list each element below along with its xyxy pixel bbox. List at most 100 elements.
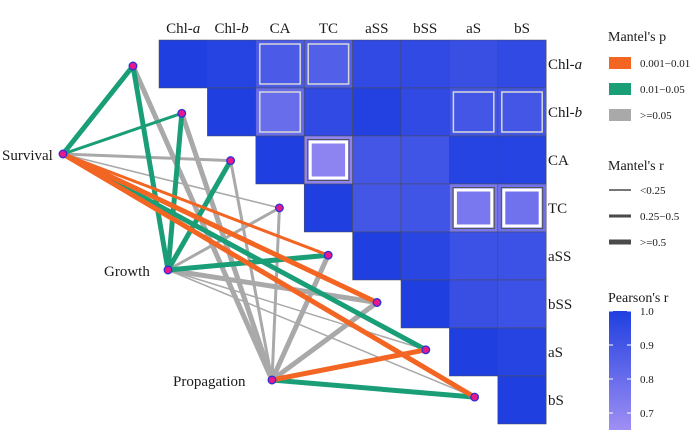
node-TC [274,203,284,213]
heatmap-cell-Chl-b-TC [303,87,353,137]
node-bS [470,392,480,402]
mantel-links [61,64,476,400]
heatmap-highlight-Chl-a-TC [307,43,350,85]
heatmap-cell-Chl-a-aS [449,39,499,89]
legend-p-label-1: 0.01−0.05 [640,84,685,96]
link-growth-aS [167,269,427,351]
heatmap-cell-aS-bS [497,327,547,377]
link-survival-Chl-b [62,111,183,156]
row-label-bSS: bSS [548,297,572,313]
group-label-survival: Survival [2,148,53,164]
heatmap-highlight-Chl-b-aS [452,91,495,133]
link-survival-bSS [61,151,379,305]
heatmap-cell-TC-TC [303,183,353,233]
legend-p-swatch-1 [609,83,631,95]
link-survival-bS [61,151,476,400]
node-growth [163,265,173,275]
node-Chl-a [128,61,138,71]
link-survival-TC [62,153,280,209]
row-label-Chl-b: Chl-b [548,105,583,121]
link-survival-aS [61,151,427,353]
link-propagation-Chl-b [179,112,275,381]
heatmap-cell-aSS-bS [497,231,547,281]
legend-p-label-2: >=0.05 [640,110,672,122]
heatmap-cell-CA-aS [449,135,499,185]
row-label-aSS: aSS [548,249,571,265]
heatmap-cell-bSS-bSS [400,279,450,329]
heatmap-highlight-Chl-b-bS [501,91,543,133]
link-survival-aSS [62,152,329,257]
column-label-CA: CA [270,21,291,37]
legend: Mantel's p Mantel's r Pearson's r 0.001−… [608,30,690,430]
colorbar-label-3: 0.7 [640,408,654,420]
row-label-bS: bS [548,393,564,409]
heatmap-cell-TC-aSS [352,183,402,233]
legend-r-label-0: <0.25 [640,185,666,197]
pearson-colorbar [609,311,631,430]
heatmap-highlight-frame-TC-aS [452,187,495,229]
heatmap-highlight-Chl-a-CA [259,43,301,85]
heatmap-cell-Chl-a-aSS [352,39,402,89]
heatmap-cell-bSS-aS [449,279,499,329]
column-label-aSS: aSS [365,21,388,37]
heatmap-cell-CA-CA [255,135,305,185]
legend-mantel-p-title: Mantel's p [608,30,666,45]
link-growth-Chl-b [165,113,185,271]
row-label-Chl-a: Chl-a [548,57,582,73]
legend-r-label-2: >=0.5 [640,237,667,249]
link-propagation-bS [271,377,475,400]
legend-mantel-r-title: Mantel's r [608,159,664,174]
colorbar-label-1: 0.9 [640,340,654,352]
heatmap-cell-Chl-a-Chl-b [207,39,257,89]
heatmap-cell-Chl-b-bSS [400,87,450,137]
heatmap-cell-Chl-b-Chl-b [207,87,257,137]
heatmap-cell-Chl-a-bSS [400,39,450,89]
legend-pearson-title: Pearson's r [608,291,669,306]
group-label-propagation: Propagation [173,374,246,390]
column-label-TC: TC [319,21,338,37]
link-survival-Chl-a [61,64,135,156]
heatmap-cell-TC-bSS [400,183,450,233]
column-label-Chl-a: Chl-a [166,21,200,37]
heatmap-highlight-frame-CA-TC [307,139,350,181]
legend-p-label-0: 0.001−0.01 [640,58,690,70]
column-label-bSS: bSS [413,21,437,37]
row-label-CA: CA [548,153,569,169]
link-growth-bS [167,269,475,398]
node-aS [421,345,431,355]
node-Chl-b [177,108,187,118]
heatmap-cell-Chl-a-bS [497,39,547,89]
node-aSS [323,250,333,260]
legend-r-label-1: 0.25−0.5 [640,211,680,223]
colorbar-label-2: 0.8 [640,374,654,386]
link-growth-bSS [167,267,378,305]
heatmap-highlight-TC-bS [502,188,542,228]
heatmap-cell-aSS-aSS [352,231,402,281]
link-growth-Chl-a [130,65,171,271]
row-label-aS: aS [548,345,563,361]
heatmap-highlight-frame-TC-bS [500,187,544,229]
heatmap-cell-CA-aSS [352,135,402,185]
link-propagation-CA [229,160,274,381]
heatmap-cell-aS-aS [449,327,499,377]
heatmap-cell-Chl-b-aSS [352,87,402,137]
row-label-TC: TC [548,201,567,217]
heatmap-cell-aSS-bSS [400,231,450,281]
legend-p-swatch-2 [609,109,631,121]
legend-p-swatch-0 [609,57,631,69]
link-propagation-Chl-a [130,64,275,382]
column-label-bS: bS [514,21,530,37]
node-bSS [372,298,382,307]
link-propagation-aS [271,347,427,383]
heatmap-cell-CA-bSS [400,135,450,185]
group-label-growth: Growth [104,264,150,280]
column-label-Chl-b: Chl-b [215,21,250,37]
node-propagation [267,375,277,385]
link-growth-CA [165,159,233,272]
heatmap-highlight-TC-aS [453,188,494,228]
colorbar-label-0: 1.0 [640,306,654,318]
heatmap-highlight-CA-TC [308,140,349,180]
